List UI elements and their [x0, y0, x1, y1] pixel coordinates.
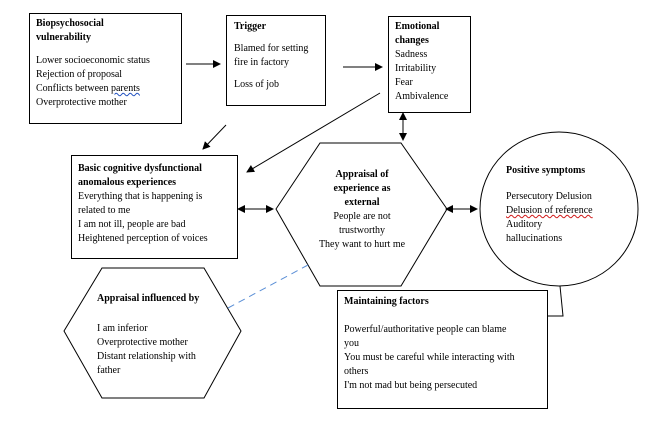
appraisal-influenced-hexagon	[63, 267, 242, 399]
arrow-emotional-to-cognitive	[246, 92, 381, 173]
parents-word: parents	[110, 83, 140, 94]
emotional-title-line2: changes	[395, 35, 429, 46]
trigger-item: Blamed for setting	[234, 43, 309, 54]
appraisal-influenced-title: Appraisal influenced by	[97, 293, 200, 304]
biopsychosocial-item-parents: Conflicts between parents	[36, 83, 140, 94]
appraisal-external-title-line3: external	[344, 197, 380, 208]
appraisal-influenced-text: Appraisal influenced by I am inferior Ov…	[97, 292, 199, 378]
positive-symptoms-title: Positive symptoms	[506, 165, 586, 176]
emotional-item: Fear	[395, 77, 413, 88]
emotional-changes-text: Emotional changes Sadness Irritability F…	[395, 20, 448, 104]
basic-cognitive-item: Everything that is happening is	[78, 191, 203, 202]
biopsychosocial-item: Overprotective mother	[36, 97, 127, 108]
appraisal-influenced-item: Overprotective mother	[97, 337, 188, 348]
biopsychosocial-item: Lower socioeconomic status	[36, 55, 150, 66]
trigger-title: Trigger	[234, 21, 267, 32]
positive-symptoms-item: Persecutory Delusion	[506, 191, 592, 202]
appraisal-external-item: They want to hurt me	[318, 239, 406, 250]
emotional-item: Irritability	[395, 63, 437, 74]
maintaining-title: Maintaining factors	[344, 296, 429, 307]
basic-cognitive-item: I am not ill, people are bad	[78, 219, 186, 230]
maintaining-factors-box	[337, 290, 548, 409]
emotional-item: Sadness	[395, 49, 428, 60]
emotional-changes-box	[388, 16, 471, 113]
appraisal-external-text: Appraisal of experience as external Peop…	[306, 168, 418, 252]
appraisal-external-title-line1: Appraisal of	[335, 169, 389, 180]
basic-cognitive-item: Heightened perception of voices	[78, 233, 208, 244]
appraisal-influenced-item: I am inferior	[97, 323, 148, 334]
arrow-trigger-to-cognitive	[202, 124, 227, 150]
appraisal-external-item: trustworthy	[338, 225, 386, 236]
biopsychosocial-box	[29, 13, 182, 124]
appraisal-external-item: People are not	[333, 211, 391, 222]
basic-cognitive-text: Basic cognitive dysfunctional anomalous …	[78, 162, 208, 246]
maintaining-item: You must be careful while interacting wi…	[344, 352, 515, 363]
maintaining-item: Powerful/authoritative people can blame	[344, 324, 507, 335]
dashed-line-influence	[227, 264, 309, 309]
maintaining-item: I'm not mad but being persecuted	[344, 380, 478, 391]
maintaining-item: you	[344, 338, 359, 349]
positive-symptoms-circle	[479, 131, 639, 287]
trigger-item: Loss of job	[234, 79, 279, 90]
biopsychosocial-item: Rejection of proposal	[36, 69, 123, 80]
maintaining-item: others	[344, 366, 369, 377]
positive-symptoms-text: Positive symptoms Persecutory Delusion D…	[506, 164, 593, 246]
trigger-text: Trigger Blamed for setting fire in facto…	[234, 20, 308, 92]
emotional-item: Ambivalence	[395, 91, 449, 102]
maintaining-factors-text: Maintaining factors Powerful/authoritati…	[344, 295, 515, 393]
positive-symptoms-item: hallucinations	[506, 233, 563, 244]
biopsychosocial-text: Biopsychosocial vulnerability Lower soci…	[36, 17, 150, 110]
emotional-title-line1: Emotional	[395, 21, 440, 32]
biopsychosocial-title-line2: vulnerability	[36, 32, 92, 43]
appraisal-influenced-item: Distant relationship with	[97, 351, 196, 362]
appraisal-influenced-item: father	[97, 365, 121, 376]
biopsychosocial-title-line1: Biopsychosocial	[36, 18, 104, 29]
trigger-box	[226, 15, 326, 106]
trigger-item: fire in factory	[234, 57, 289, 68]
connector-circle-to-maintaining	[548, 285, 564, 317]
basic-cognitive-item: related to me	[78, 205, 131, 216]
appraisal-external-title-line2: experience as	[333, 183, 391, 194]
basic-cognitive-title-line1: Basic cognitive dysfunctional	[78, 163, 202, 174]
basic-cognitive-title-line2: anomalous experiences	[78, 177, 177, 188]
positive-symptoms-item: Auditory	[506, 219, 543, 230]
positive-symptoms-item: Delusion of reference	[506, 205, 593, 216]
